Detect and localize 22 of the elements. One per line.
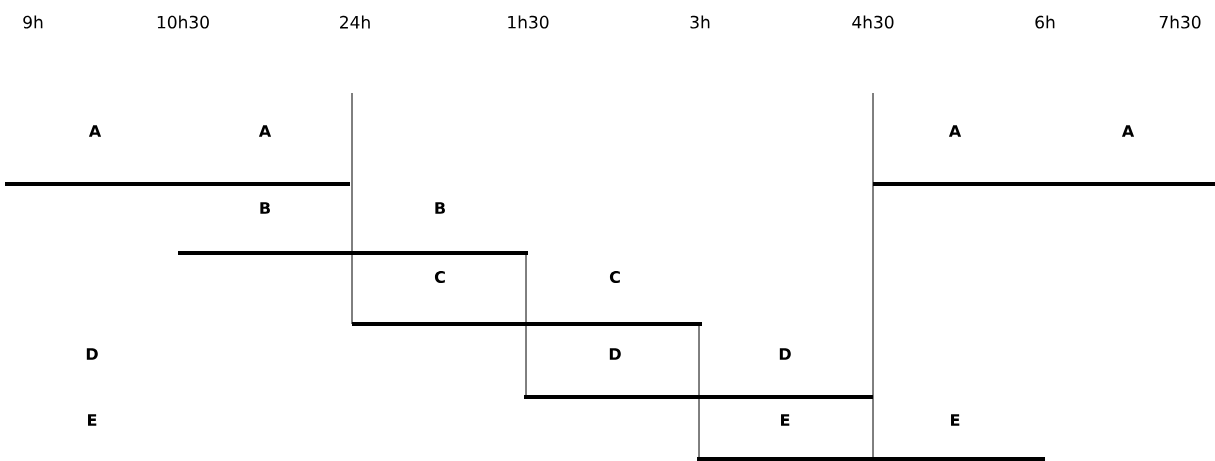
letter-label: A [948, 125, 962, 137]
letter-label: C [609, 270, 620, 284]
time-label: 1h30 [508, 15, 549, 29]
letter-label: E [781, 414, 790, 426]
letter-label: D [86, 348, 98, 360]
time-label: 4h30 [852, 15, 894, 29]
letter-label: A [258, 125, 272, 137]
letter-label: B [260, 202, 270, 214]
time-label: 6h [1035, 15, 1055, 29]
letter-label: B [435, 202, 445, 214]
time-label: 9h [23, 15, 43, 29]
letter-label: C [434, 270, 445, 284]
letter-label: A [88, 125, 102, 137]
letter-label: D [779, 348, 791, 360]
time-label: 3h [690, 15, 710, 29]
time-label: 10h30 [157, 15, 209, 29]
letter-label: A [1121, 125, 1135, 137]
letter-label: E [951, 414, 960, 426]
letter-label: D [609, 348, 621, 360]
time-label: 24h [340, 15, 370, 29]
time-label: 7h30 [1159, 15, 1201, 29]
letter-label: E [88, 414, 97, 426]
